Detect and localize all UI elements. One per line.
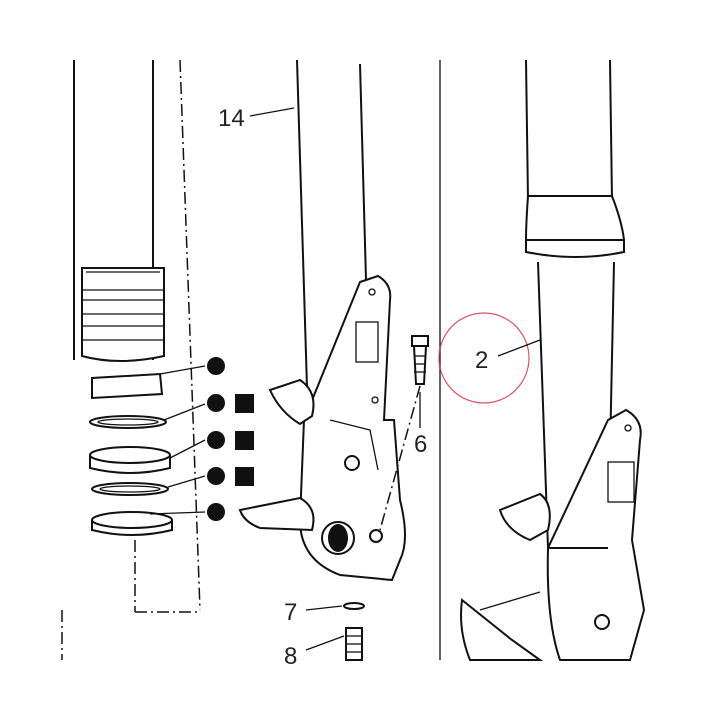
legend-circle-4 [207,467,225,485]
legend-circle-1 [207,357,225,375]
highlight-circle [438,312,530,404]
dust-seal [91,511,206,536]
snap-ring [91,475,206,496]
callout-7: 7 [284,599,297,626]
callout-14: 14 [218,105,245,132]
fork-leg-14 [238,59,406,582]
callout-6: 6 [414,431,427,458]
oil-seal [89,439,206,474]
legend-circle-5 [207,503,225,521]
legend-square-3 [235,431,254,450]
bolt-6 [379,335,429,531]
callout-2: 2 [475,347,488,374]
bushing-upper [91,365,206,400]
legend-symbols [207,357,254,521]
assembly-centerline [179,59,201,611]
bolt-8 [305,627,363,661]
washer-ring [89,403,206,429]
callout-8: 8 [284,643,297,670]
legend-circle-3 [207,431,225,449]
fork-outer-tube [73,60,165,362]
legend-circle-2 [207,394,225,412]
assembled-fork-2 [460,59,646,661]
washer-7 [305,602,365,611]
legend-square-4 [235,467,254,486]
legend-square-2 [235,394,254,413]
